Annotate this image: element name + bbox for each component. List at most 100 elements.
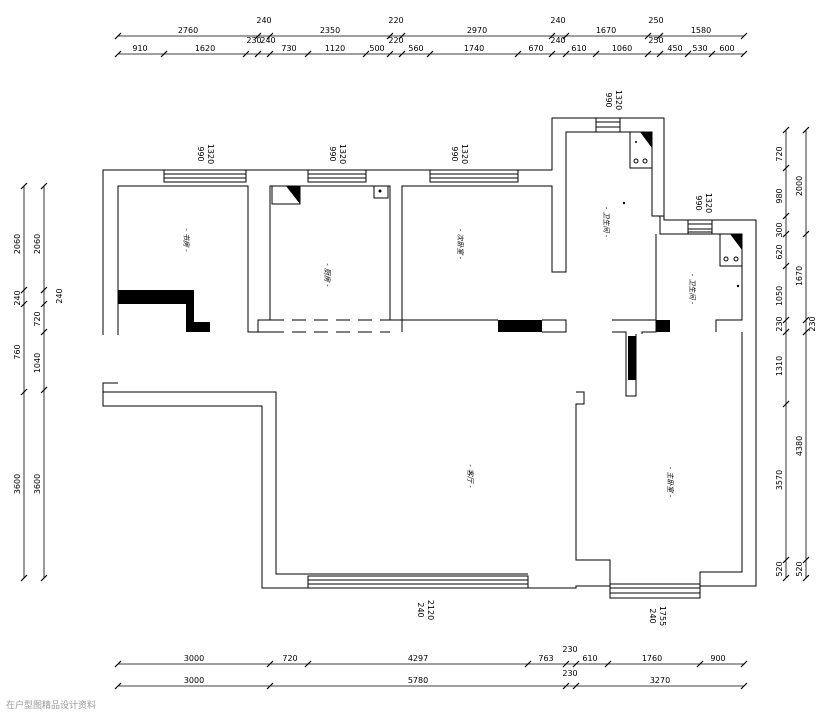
dim-label: 3270 <box>650 676 670 685</box>
dimension-tick <box>644 50 652 58</box>
dim-label: 1620 <box>195 44 215 53</box>
dimension-tick <box>362 50 370 58</box>
dim-label: 910 <box>132 44 147 53</box>
room-label-kitchen: - 厨房 - <box>323 263 331 287</box>
inner-wall <box>103 391 528 575</box>
inner-wall <box>575 391 611 584</box>
dimension-tick <box>398 32 406 40</box>
dimension-tick <box>656 32 664 40</box>
dimension-tick <box>40 386 48 394</box>
dim-label: 2060 <box>33 234 42 254</box>
window-height-label: 1320 <box>338 144 347 164</box>
dimension-tick <box>740 660 748 668</box>
dim-label: 1060 <box>612 44 632 53</box>
dimension-tick <box>696 660 704 668</box>
walls <box>102 117 757 599</box>
inner-wall <box>117 131 743 335</box>
room-labels: - 书房 - - 厨房 - - 次卧室 - - 卫生间 - - 卫生间 - - … <box>182 207 696 498</box>
dim-label: 900 <box>710 654 725 663</box>
window-height-label: 1320 <box>206 144 215 164</box>
right-dimension-chain: 720 980 300 620 1050 230 1310 3570 520 2… <box>775 126 817 582</box>
dimension-tick <box>242 50 250 58</box>
window <box>163 169 247 183</box>
dim-label: 2970 <box>467 26 487 35</box>
dim-label: 240 <box>55 288 64 303</box>
dimension-tick <box>20 300 28 308</box>
dim-label: 240 <box>256 16 271 25</box>
dim-label: 3000 <box>184 676 204 685</box>
dim-label: 240 <box>550 16 565 25</box>
dim-label: 720 <box>775 146 784 161</box>
dimension-tick <box>802 230 810 238</box>
room-label-bathroom: - 卫生间 - <box>602 207 610 238</box>
window <box>307 575 529 589</box>
dim-label: 1040 <box>33 353 42 373</box>
window-sill-label: 990 <box>196 146 205 161</box>
dimension-tick <box>266 32 274 40</box>
dim-label: 300 <box>775 222 784 237</box>
dimension-tick <box>386 50 394 58</box>
dim-label: 610 <box>571 44 586 53</box>
dim-label: 4380 <box>795 436 804 456</box>
dimension-tick <box>740 682 748 690</box>
dimension-tick <box>708 50 716 58</box>
dim-label: 1310 <box>775 356 784 376</box>
dim-label: 230 <box>562 669 577 678</box>
dim-label: 240 <box>260 36 275 45</box>
dim-label: 520 <box>775 561 784 576</box>
dimension-tick <box>656 50 664 58</box>
dimension-tick <box>40 328 48 336</box>
dimension-tick <box>266 682 274 690</box>
dim-label: 4297 <box>408 654 428 663</box>
dimension-tick <box>254 32 262 40</box>
dim-label: 1670 <box>596 26 616 35</box>
room-label-master: - 主卧室 - <box>666 467 674 498</box>
dimension-tick <box>548 32 556 40</box>
kitchen-flue <box>271 185 389 205</box>
dim-label: 230 <box>246 36 261 45</box>
dim-label: 720 <box>33 311 42 326</box>
window-sill-label: 240 <box>416 602 425 617</box>
dimension-tick <box>802 316 810 324</box>
window <box>609 583 701 599</box>
dim-label: 3570 <box>775 470 784 490</box>
dim-label: 2000 <box>795 176 804 196</box>
dimension-tick <box>40 574 48 582</box>
dimension-tick <box>782 164 790 172</box>
dimension-tick <box>562 32 570 40</box>
window-sill-label: 990 <box>450 146 459 161</box>
dimension-tick <box>160 50 168 58</box>
dim-label: 763 <box>538 654 553 663</box>
dimension-tick <box>572 660 580 668</box>
outer-wall <box>102 117 757 599</box>
dim-label: 3600 <box>33 474 42 494</box>
dim-label: 2760 <box>178 26 198 35</box>
room-label-study: - 书房 - <box>182 228 190 252</box>
dim-label: 980 <box>775 188 784 203</box>
dimension-tick <box>604 660 612 668</box>
dimension-tick <box>562 660 570 668</box>
inner-wall <box>401 319 498 332</box>
dimension-tick <box>802 328 810 336</box>
dim-label: 5780 <box>408 676 428 685</box>
dim-label: 1670 <box>795 266 804 286</box>
dimension-tick <box>398 50 406 58</box>
dimension-tick <box>114 50 122 58</box>
window-height-label: 1320 <box>704 193 713 213</box>
bottom-dimension-chain: 3000 720 4297 763 230 610 1760 900 3000 … <box>114 645 748 690</box>
dim-label: 2060 <box>13 234 22 254</box>
dimension-tick <box>802 126 810 134</box>
dimension-tick <box>40 286 48 294</box>
dimension-tick <box>782 574 790 582</box>
dimension-tick <box>524 660 532 668</box>
dim-label: 730 <box>281 44 296 53</box>
dimension-tick <box>782 328 790 336</box>
dim-label: 1580 <box>691 26 711 35</box>
dimension-tick <box>426 50 434 58</box>
window-sill-label: 990 <box>328 146 337 161</box>
dimension-tick <box>782 262 790 270</box>
dim-label: 3600 <box>13 474 22 494</box>
dimension-tick <box>684 50 692 58</box>
windows <box>163 117 713 599</box>
